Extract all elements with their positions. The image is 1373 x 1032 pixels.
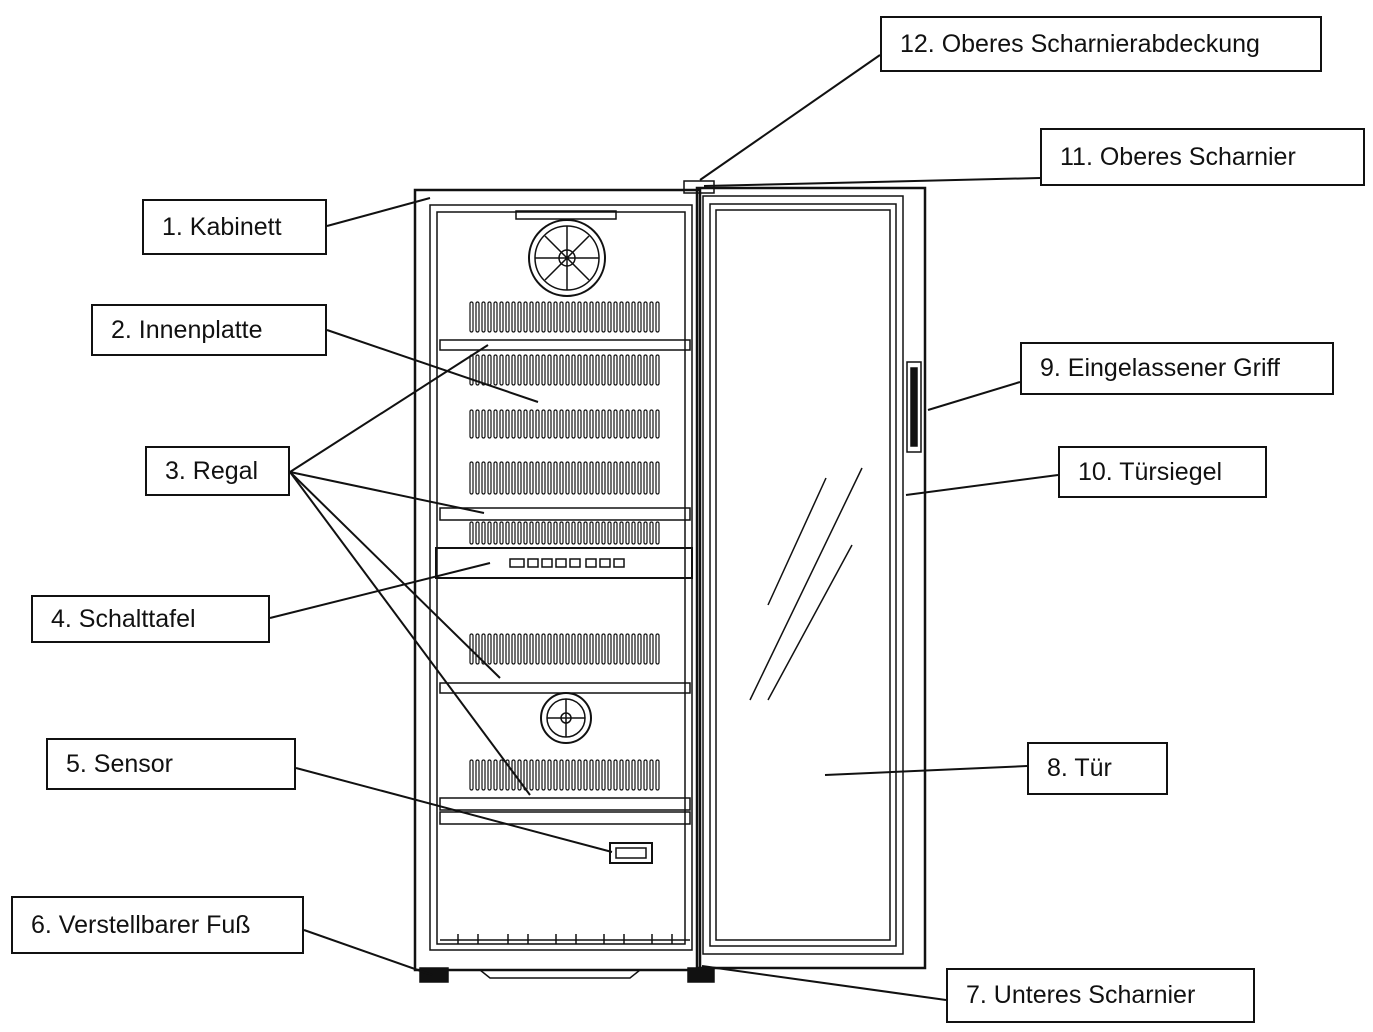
- leader-line-oberes-scharnierabdeckung: [699, 54, 881, 181]
- leader-line-regal-1: [289, 344, 489, 473]
- fridge-drawing: [413, 180, 927, 983]
- label-oberes-scharnierabdeckung: 12. Oberes Scharnierabdeckung: [880, 16, 1322, 72]
- bottom-rack: [440, 934, 690, 944]
- cabinet: [413, 180, 715, 972]
- label-sensor: 5. Sensor: [46, 738, 296, 790]
- leader-line-regal-2: [289, 471, 485, 514]
- label-schalttafel: 4. Schalttafel: [31, 595, 270, 643]
- fan-top: [515, 210, 617, 297]
- leader-line-unteres-scharnier: [701, 965, 947, 1001]
- label-verstellbarer-fuss: 6. Verstellbarer Fuß: [11, 896, 304, 954]
- leader-lines: [269, 54, 1059, 1001]
- leader-line-schalttafel: [269, 562, 491, 619]
- label-regal: 3. Regal: [145, 446, 290, 496]
- door: [695, 186, 927, 970]
- label-tuer: 8. Tür: [1027, 742, 1168, 795]
- leader-line-regal-4: [289, 471, 531, 796]
- leader-line-oberes-scharnier: [703, 177, 1041, 187]
- sensor-box: [609, 842, 653, 864]
- fan-bottom: [540, 692, 592, 744]
- leader-line-eingelassener-griff: [927, 381, 1021, 411]
- leader-line-tuersiegel: [905, 474, 1059, 496]
- leader-line-sensor: [295, 767, 613, 853]
- label-tuersiegel: 10. Türsiegel: [1058, 446, 1267, 498]
- shelves: [439, 339, 691, 825]
- vent-grilles: [469, 301, 660, 791]
- leader-line-tuer: [824, 765, 1028, 776]
- label-kabinett: 1. Kabinett: [142, 199, 327, 255]
- label-oberes-scharnier: 11. Oberes Scharnier: [1040, 128, 1365, 186]
- leader-line-verstellbarer-fuss: [303, 929, 433, 976]
- leader-line-kabinett: [326, 197, 431, 227]
- label-innenplatte: 2. Innenplatte: [91, 304, 327, 356]
- label-unteres-scharnier: 7. Unteres Scharnier: [946, 968, 1255, 1023]
- control-panel: [435, 547, 693, 579]
- label-eingelassener-griff: 9. Eingelassener Griff: [1020, 342, 1334, 395]
- leader-line-regal-3: [289, 471, 501, 679]
- feet: [419, 967, 715, 983]
- leader-line-innenplatte: [326, 329, 539, 403]
- glass-reflections: [749, 467, 863, 701]
